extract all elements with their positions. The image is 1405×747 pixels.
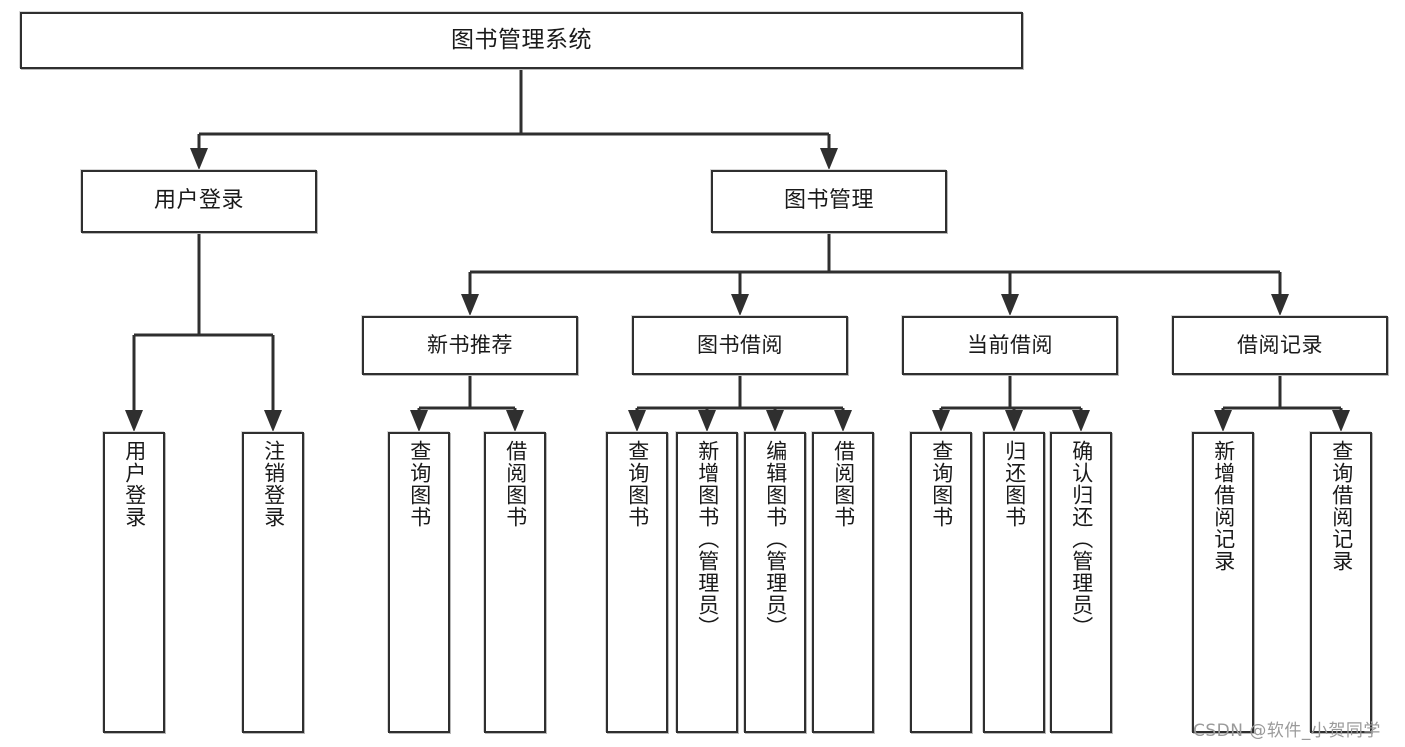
node-label-current-borrow: 当前借阅 — [967, 332, 1053, 357]
node-label-leaf-user-login: 用户登录 — [122, 440, 147, 528]
node-label-leaf-add-book: 新增图书（管理员） — [695, 440, 720, 638]
node-leaf-query-book-1[interactable]: 查询图书 — [388, 432, 450, 733]
node-label-borrow-record: 借阅记录 — [1237, 332, 1323, 357]
node-book-manage[interactable]: 图书管理 — [711, 170, 947, 233]
node-leaf-query-book-2[interactable]: 查询图书 — [606, 432, 668, 733]
node-current-borrow[interactable]: 当前借阅 — [902, 316, 1118, 375]
node-leaf-borrow-book-1[interactable]: 借阅图书 — [484, 432, 546, 733]
node-leaf-add-record[interactable]: 新增借阅记录 — [1192, 432, 1254, 733]
node-label-leaf-query-book-3: 查询图书 — [929, 440, 954, 528]
node-label-leaf-query-book-2: 查询图书 — [625, 440, 650, 528]
node-label-leaf-edit-book: 编辑图书（管理员） — [763, 440, 788, 638]
node-leaf-query-book-3[interactable]: 查询图书 — [910, 432, 972, 733]
connector-lines — [125, 69, 1350, 432]
node-label-leaf-borrow-book-1: 借阅图书 — [503, 440, 528, 528]
node-leaf-return-book[interactable]: 归还图书 — [983, 432, 1045, 733]
node-leaf-confirm-return[interactable]: 确认归还（管理员） — [1050, 432, 1112, 733]
node-label-leaf-borrow-book-2: 借阅图书 — [831, 440, 856, 528]
node-leaf-user-logout[interactable]: 注销登录 — [242, 432, 304, 733]
node-borrow-record[interactable]: 借阅记录 — [1172, 316, 1388, 375]
node-leaf-user-login[interactable]: 用户登录 — [103, 432, 165, 733]
node-label-book-manage: 图书管理 — [783, 188, 874, 214]
node-book-borrow[interactable]: 图书借阅 — [632, 316, 848, 375]
node-label-leaf-add-record: 新增借阅记录 — [1211, 440, 1236, 572]
node-root-system[interactable]: 图书管理系统 — [20, 12, 1023, 69]
node-label-leaf-query-record: 查询借阅记录 — [1329, 440, 1354, 572]
node-label-root: 图书管理系统 — [451, 26, 592, 53]
node-label-leaf-confirm-return: 确认归还（管理员） — [1069, 440, 1094, 638]
node-leaf-add-book[interactable]: 新增图书（管理员） — [676, 432, 738, 733]
node-label-leaf-user-logout: 注销登录 — [261, 440, 286, 528]
node-user-login[interactable]: 用户登录 — [81, 170, 317, 233]
node-leaf-borrow-book-2[interactable]: 借阅图书 — [812, 432, 874, 733]
node-leaf-query-record[interactable]: 查询借阅记录 — [1310, 432, 1372, 733]
node-label-leaf-return-book: 归还图书 — [1002, 440, 1027, 528]
node-label-book-borrow: 图书借阅 — [697, 332, 783, 357]
node-label-leaf-query-book-1: 查询图书 — [407, 440, 432, 528]
node-leaf-edit-book[interactable]: 编辑图书（管理员） — [744, 432, 806, 733]
node-new-book-recommend[interactable]: 新书推荐 — [362, 316, 578, 375]
node-label-user-login: 用户登录 — [153, 188, 244, 214]
node-label-new-book-recommend: 新书推荐 — [427, 332, 513, 357]
